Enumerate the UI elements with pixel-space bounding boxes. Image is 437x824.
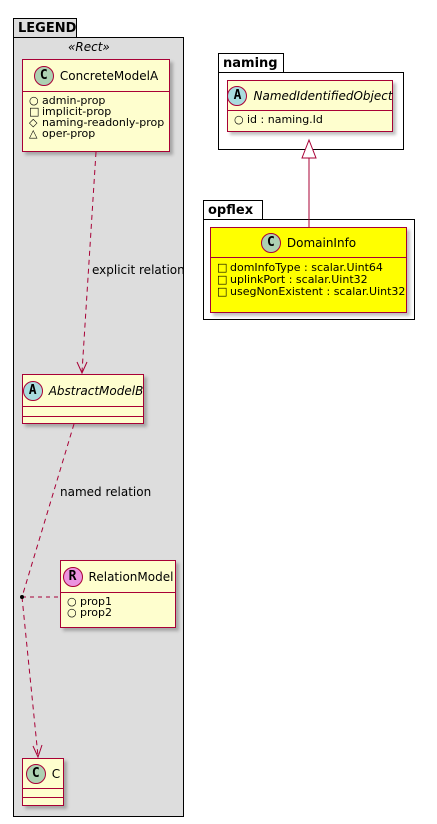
class-badge-icon: C [33, 65, 54, 86]
attribute-row: □ implicit-prop [29, 104, 163, 118]
public-visibility-icon: ○ [67, 605, 77, 619]
named-identified-object-header: A NamedIdentifiedObject [227, 81, 393, 111]
public-visibility-icon: ○ [67, 594, 77, 608]
abstract-model-b-class[interactable]: A AbstractModelB [22, 374, 144, 424]
c-class[interactable]: C C [22, 758, 64, 806]
private-visibility-icon: □ [29, 104, 40, 118]
attribute-text: id : naming.Id [247, 113, 323, 126]
relation-model-name: RelationModel [88, 569, 174, 584]
public-visibility-icon: ○ [29, 93, 39, 107]
attribute-row: ○ admin-prop [29, 93, 163, 107]
attribute-text: prop1 [80, 595, 112, 608]
inheritance-arrowhead [301, 138, 317, 159]
class-badge-icon: C [25, 763, 46, 784]
relation-model-header: R RelationModel [61, 561, 175, 593]
attribute-row: □ domInfoType : scalar.Uint64 [217, 260, 400, 274]
attribute-text: usegNonExistent : scalar.Uint32 [230, 285, 406, 298]
private-visibility-icon: □ [217, 284, 228, 298]
explicit-relation-label: explicit relation [92, 263, 185, 277]
named-relation-edge-lower [21, 596, 39, 757]
attribute-text: implicit-prop [42, 105, 112, 118]
domain-info-class[interactable]: C DomainInfo □ domInfoType : scalar.Uint… [210, 227, 407, 313]
c-divider [23, 789, 63, 798]
attribute-row: ○ prop2 [67, 605, 169, 619]
attribute-text: naming-readonly-prop [42, 116, 165, 129]
protected-visibility-icon: ◇ [29, 115, 38, 129]
attribute-row: □ usegNonExistent : scalar.Uint32 [217, 284, 405, 298]
concrete-model-a-class[interactable]: C ConcreteModelA ○ admin-prop □ implicit… [22, 59, 170, 152]
concrete-model-a-header: C ConcreteModelA [23, 60, 169, 92]
relation-model-attributes: ○ prop1 ○ prop2 [61, 593, 175, 621]
legend-package-tab: LEGEND [13, 18, 77, 38]
class-badge-icon: C [260, 232, 281, 253]
opflex-package-tab: opflex [203, 200, 263, 220]
domain-info-header: C DomainInfo [211, 228, 406, 258]
attribute-text: domInfoType : scalar.Uint64 [230, 261, 383, 274]
relation-model-class[interactable]: R RelationModel ○ prop1 ○ prop2 [60, 560, 176, 628]
attribute-text: prop2 [80, 606, 112, 619]
named-relation-label: named relation [60, 485, 152, 499]
private-visibility-icon: □ [217, 260, 228, 274]
attribute-row: ○ prop1 [67, 594, 169, 608]
relation-junction-dot [20, 595, 24, 599]
domain-info-name: DomainInfo [286, 235, 357, 250]
concrete-model-a-name: ConcreteModelA [59, 68, 159, 83]
explicit-relation-edge [81, 151, 97, 373]
domain-info-attributes: □ domInfoType : scalar.Uint64 □ uplinkPo… [211, 258, 406, 300]
attribute-row: △ oper-prop [29, 126, 163, 140]
legend-stereotype: «Rect» [68, 40, 110, 54]
c-header: C C [23, 759, 63, 789]
attribute-row: ◇ naming-readonly-prop [29, 115, 165, 129]
abstract-badge-icon: A [22, 380, 43, 401]
legend-package-body [13, 37, 184, 817]
public-visibility-icon: ○ [234, 112, 244, 126]
private-visibility-icon: □ [217, 272, 228, 286]
explicit-relation-arrowhead [76, 361, 88, 375]
named-identified-object-class[interactable]: A NamedIdentifiedObject ○ id : naming.Id [227, 80, 393, 132]
attribute-row: □ uplinkPort : scalar.Uint32 [217, 272, 400, 286]
concrete-model-a-attributes: ○ admin-prop □ implicit-prop ◇ naming-re… [23, 92, 169, 142]
c-name: C [51, 766, 61, 781]
abstract-badge-icon: A [227, 85, 248, 106]
attribute-text: oper-prop [42, 127, 96, 140]
abstract-model-b-name: AbstractModelB [48, 383, 144, 398]
attribute-row: ○ id : naming.Id [234, 112, 386, 126]
abstract-model-b-divider [23, 407, 143, 417]
package-visibility-icon: △ [29, 126, 38, 140]
relation-badge-icon: R [62, 566, 83, 587]
naming-package-tab: naming [218, 53, 284, 73]
attribute-text: admin-prop [42, 94, 106, 107]
named-relation-edge-upper [21, 423, 75, 598]
named-relation-arrowhead [32, 744, 43, 759]
abstract-model-b-header: A AbstractModelB [22, 375, 144, 407]
attribute-text: uplinkPort : scalar.Uint32 [230, 273, 368, 286]
named-identified-object-name: NamedIdentifiedObject [253, 88, 393, 103]
named-identified-object-attributes: ○ id : naming.Id [228, 111, 392, 128]
